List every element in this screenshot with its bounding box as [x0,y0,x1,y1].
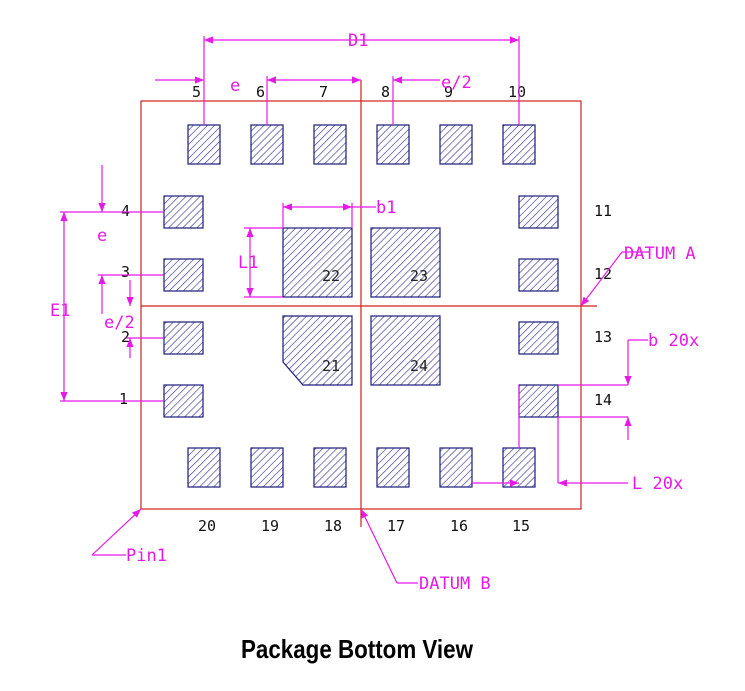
pad-2 [163,321,204,355]
pin-label-top: 10 [508,83,526,101]
pad-8 [376,124,410,165]
dimension-lines [60,36,650,584]
b-label: b 20x [648,331,699,351]
datum-b-leader [360,508,398,584]
pad-10 [502,124,536,165]
pin-label-bottom: 16 [450,517,468,535]
pin-label-top: 7 [319,83,328,101]
pad-4 [163,195,204,229]
pin-label-bottom: 18 [324,517,342,535]
thermal-pad-23 [370,227,441,298]
e1-label: E1 [50,301,70,321]
pin-label-left: 3 [121,263,130,281]
thermal-pad-label: 22 [322,267,340,285]
pin-label-top: 6 [256,83,265,101]
pin-label-bottom: 19 [261,517,279,535]
pin-label-right: 13 [594,328,612,346]
datum-b-label: DATUM B [419,574,491,594]
l-label: L 20x [632,474,683,494]
pin-label-bottom: 17 [387,517,405,535]
pad-14 [518,384,559,418]
thermal-pad-label: 23 [410,267,428,285]
d1-label: D1 [348,31,368,51]
pad-15 [502,447,536,488]
thermal-pads [282,227,441,386]
thermal-pad-label: 21 [322,357,340,375]
pad-18 [313,447,347,488]
bottom-pads [187,447,536,488]
thermal-pad-24 [370,315,441,386]
pad-20 [187,447,221,488]
pad-3 [163,258,204,292]
pad-17 [376,447,410,488]
thermal-pad-label: 24 [410,357,428,375]
pad-12 [518,258,559,292]
pin-label-top: 9 [444,83,453,101]
pin-label-bottom: 20 [198,517,216,535]
pin1-label: Pin1 [126,546,167,566]
b1-label: b1 [376,198,396,218]
pad-7 [313,124,347,165]
pin-label-top: 8 [381,83,390,101]
l1-label: L1 [238,253,258,273]
thermal-pad-21 [282,315,353,386]
pad-6 [250,124,284,165]
pitch-top-label: e [230,76,240,96]
top-pads [187,124,536,165]
pad-5 [187,124,221,165]
pin-label-left: 2 [121,328,130,346]
pad-19 [250,447,284,488]
pin1-leader [91,508,142,556]
datum-a-leader [580,251,623,307]
pad-9 [439,124,473,165]
pin-label-left: 1 [119,390,128,408]
thermal-pad-22 [282,227,353,298]
right-pads [518,195,559,418]
figure-caption: Package Bottom View [241,634,473,664]
pin-label-right: 14 [594,391,612,409]
left-pads [163,195,204,418]
pad-11 [518,195,559,229]
pad-13 [518,321,559,355]
datum-a-label: DATUM A [624,244,696,264]
half-pitch-top-label: e/2 [441,73,472,93]
pad-1 [163,384,204,418]
pin-label-left: 4 [121,202,130,220]
pin-label-right: 12 [594,265,612,283]
pin-label-bottom: 15 [512,517,530,535]
pitch-left-label: e [97,226,107,246]
pad-16 [439,447,473,488]
pin-label-top: 5 [192,83,201,101]
half-pitch-left-label: e/2 [104,313,135,333]
pin-label-right: 11 [594,202,612,220]
